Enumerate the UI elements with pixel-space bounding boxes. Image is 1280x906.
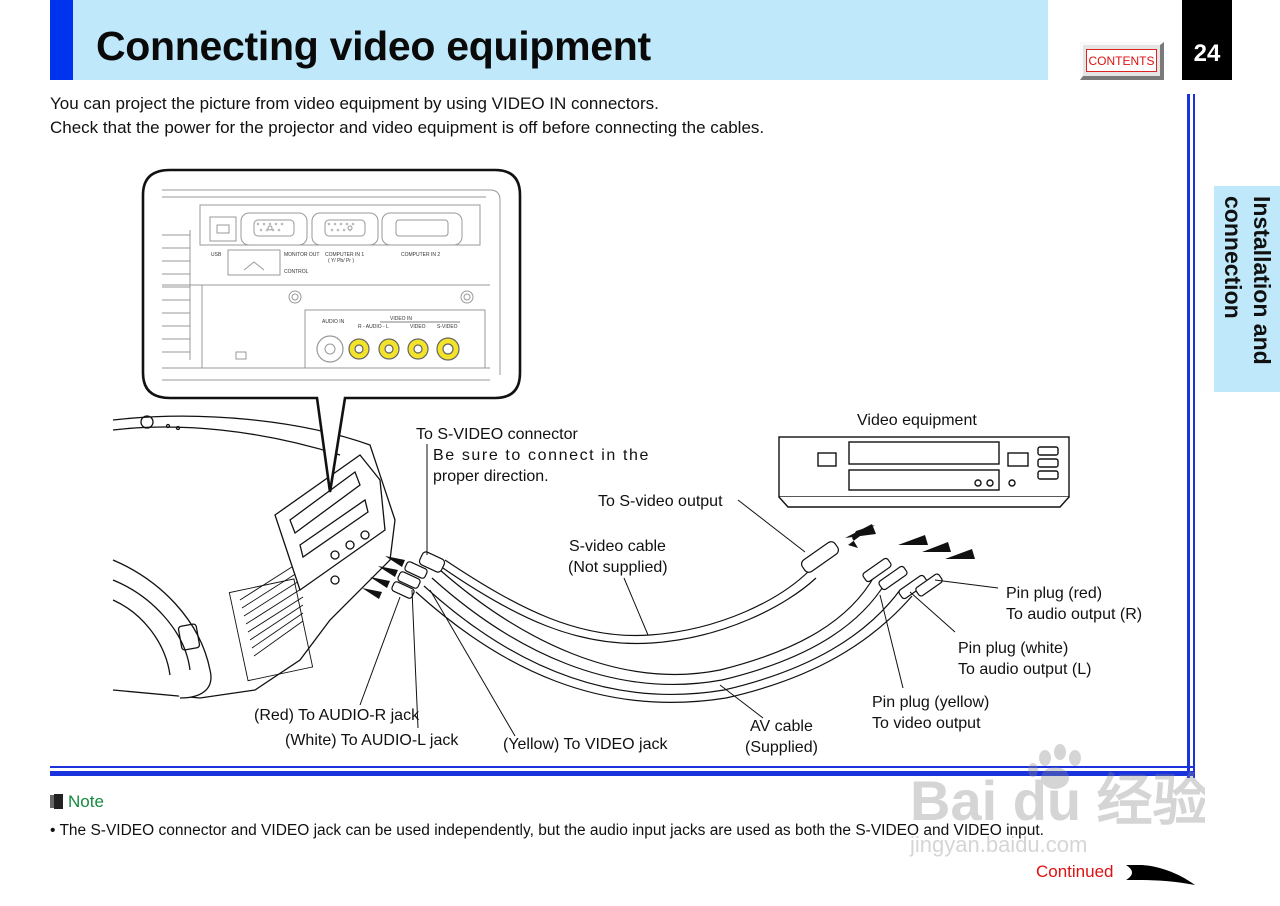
- page-title: Connecting video equipment: [96, 23, 651, 69]
- right-margin-rule: [1187, 94, 1190, 778]
- intro-line-2: Check that the power for the projector a…: [50, 118, 765, 137]
- label-pin-white: Pin plug (white): [958, 640, 1068, 657]
- page-number: 24: [1193, 40, 1221, 67]
- note-label: Note: [68, 792, 104, 811]
- insert-arrows-left: [362, 556, 405, 599]
- leader-lines: [359, 444, 999, 737]
- watermark-logo: Bai du 经验 jingyan.baidu.com: [909, 744, 1205, 857]
- label-av-cable-note: (Supplied): [745, 739, 818, 756]
- label-pin-white-output: To audio output (L): [958, 661, 1091, 678]
- label-svideo-cable-note: (Not supplied): [568, 559, 668, 576]
- label-to-svideo-output: To S-video output: [598, 493, 723, 510]
- label-pin-red: Pin plug (red): [1006, 585, 1102, 602]
- panel-label-video: VIDEO: [410, 324, 426, 330]
- label-white-audio-l: (White) To AUDIO-L jack: [285, 732, 459, 749]
- note-text: • The S-VIDEO connector and VIDEO jack c…: [50, 822, 1044, 839]
- panel-label-audio-in: AUDIO IN: [322, 319, 345, 325]
- panel-label-control: CONTROL: [284, 269, 309, 275]
- bottom-rule-thick: [50, 771, 1195, 776]
- s-video-cable: [439, 559, 817, 645]
- contents-button[interactable]: CONTENTS: [1080, 42, 1164, 80]
- watermark-subtext: jingyan.baidu.com: [909, 832, 1087, 857]
- intro-text: You can project the picture from video e…: [50, 92, 764, 140]
- panel-label-s-video: S-VIDEO: [437, 324, 458, 330]
- page-number-box: [1182, 0, 1232, 80]
- note-icon: [50, 794, 63, 809]
- title-accent-bar: [50, 0, 73, 80]
- av-cable: [415, 569, 913, 704]
- label-svideo-cable: S-video cable: [569, 538, 666, 555]
- panel-label-computer-in-1: COMPUTER IN 1: [325, 252, 364, 258]
- panel-label-usb: USB: [211, 252, 222, 258]
- label-pin-yellow: Pin plug (yellow): [872, 694, 989, 711]
- projector-side-plugs: [391, 551, 446, 599]
- equipment-side-plugs: [800, 541, 943, 600]
- panel-label-r-audio-l: R - AUDIO - L: [358, 324, 389, 330]
- video-equipment-illustration: [778, 436, 1070, 508]
- contents-button-label: CONTENTS: [1086, 49, 1157, 72]
- panel-label-monitor-out: MONITOR OUT: [284, 252, 319, 258]
- label-be-sure-line1: Be sure to connect in the: [433, 447, 650, 464]
- label-pin-yellow-output: To video output: [872, 715, 981, 732]
- title-bar: [50, 0, 1048, 80]
- projector-illustration: [112, 415, 396, 699]
- label-av-cable: AV cable: [750, 718, 813, 735]
- side-tab[interactable]: [1214, 186, 1280, 392]
- label-yellow-video: (Yellow) To VIDEO jack: [503, 736, 669, 753]
- right-margin-rule-inner: [1193, 94, 1195, 778]
- label-video-equipment: Video equipment: [857, 412, 977, 429]
- bottom-rule: [50, 766, 1195, 768]
- connector-panel-callout: USB MONITOR OUT CONTROL COMPUTER IN 1 ( …: [141, 168, 522, 493]
- intro-line-1: You can project the picture from video e…: [50, 94, 659, 113]
- panel-label-video-in: VIDEO IN: [390, 316, 412, 322]
- label-be-sure-line2: proper direction.: [433, 468, 549, 485]
- side-tab-label: Installation and connection: [1220, 196, 1275, 365]
- panel-label-computer-in-1-sub: ( Y/ Pb/ Pr ): [328, 258, 354, 264]
- label-pin-red-output: To audio output (R): [1006, 606, 1142, 623]
- label-red-audio-r: (Red) To AUDIO-R jack: [254, 707, 420, 724]
- label-to-svideo-connector: To S-VIDEO connector: [416, 426, 579, 443]
- continued-arrow-icon[interactable]: [1124, 861, 1196, 887]
- continued-link[interactable]: Continued: [1036, 862, 1114, 881]
- insert-arrows-right: [845, 524, 975, 559]
- watermark-text: Bai du 经验: [910, 769, 1205, 832]
- panel-label-computer-in-2: COMPUTER IN 2: [401, 252, 440, 258]
